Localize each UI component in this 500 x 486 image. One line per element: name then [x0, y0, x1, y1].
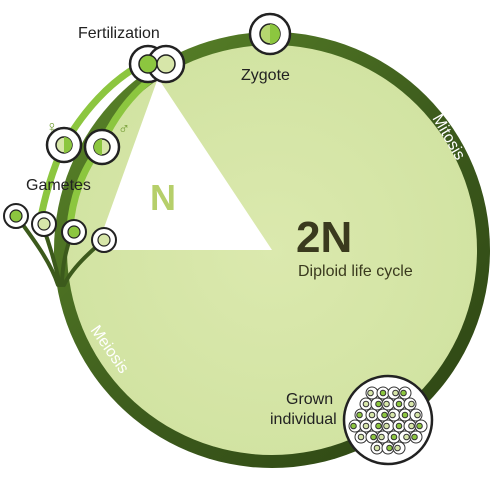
grown-individual-cells: [342, 374, 434, 466]
tissue-cell-nucleus: [394, 444, 401, 452]
tissue-cell-nucleus: [370, 433, 377, 441]
tissue-cell-nucleus: [395, 422, 403, 430]
tissue-cell-nucleus: [368, 411, 376, 419]
tissue-cell-nucleus: [383, 400, 390, 408]
meiosis-cells: [3, 203, 117, 253]
grown-label-line1: Grown: [286, 391, 333, 408]
grown-label-line2: individual: [270, 411, 337, 428]
haploid-label: N: [150, 177, 176, 218]
tissue-cell-nucleus: [383, 422, 390, 430]
tissue-cell-nucleus: [403, 433, 410, 441]
tissue-cell-nucleus: [350, 422, 357, 430]
haploid-wedge: [96, 78, 272, 250]
tissue-cell-nucleus: [408, 400, 415, 408]
tissue-cell-nucleus: [379, 389, 387, 397]
gamete-female: [45, 126, 83, 164]
tissue-cell-nucleus: [378, 433, 385, 441]
fertilization-label: Fertilization: [78, 25, 160, 42]
tissue-cell-nucleus: [362, 422, 370, 430]
tissue-cell-nucleus: [375, 400, 382, 408]
tissue-cell-nucleus: [362, 400, 370, 408]
tissue-cell-nucleus: [386, 444, 393, 452]
tissue-cell-nucleus: [400, 389, 407, 397]
zygote-cell: [248, 12, 292, 56]
female-symbol: ♀: [46, 119, 58, 136]
diploid-caption: Diploid life cycle: [298, 263, 413, 280]
tissue-cell-nucleus: [411, 433, 418, 441]
male-symbol: ♂: [118, 121, 130, 138]
tissue-cell-nucleus: [392, 389, 399, 397]
tissue-cell-nucleus: [416, 422, 423, 430]
tissue-cell-nucleus: [356, 411, 363, 419]
tissue-cell-nucleus: [408, 422, 415, 430]
tissue-cell-nucleus: [381, 411, 388, 419]
fertilization-cell: [128, 44, 186, 84]
tissue-cell-nucleus: [375, 422, 382, 430]
tissue-cell-nucleus: [395, 400, 403, 408]
gametes-label: Gametes: [26, 177, 91, 194]
tissue-cell-nucleus: [389, 411, 396, 419]
tissue-cell-nucleus: [414, 411, 421, 419]
diploid-label: 2N: [296, 213, 352, 262]
tissue-cell-nucleus: [373, 444, 381, 452]
gamete-male: [83, 128, 121, 166]
zygote-label: Zygote: [241, 67, 290, 84]
tissue-cell-nucleus: [357, 433, 365, 441]
tissue-cell-nucleus: [390, 433, 398, 441]
tissue-cell-nucleus: [401, 411, 409, 419]
tissue-cell-nucleus: [367, 389, 374, 397]
